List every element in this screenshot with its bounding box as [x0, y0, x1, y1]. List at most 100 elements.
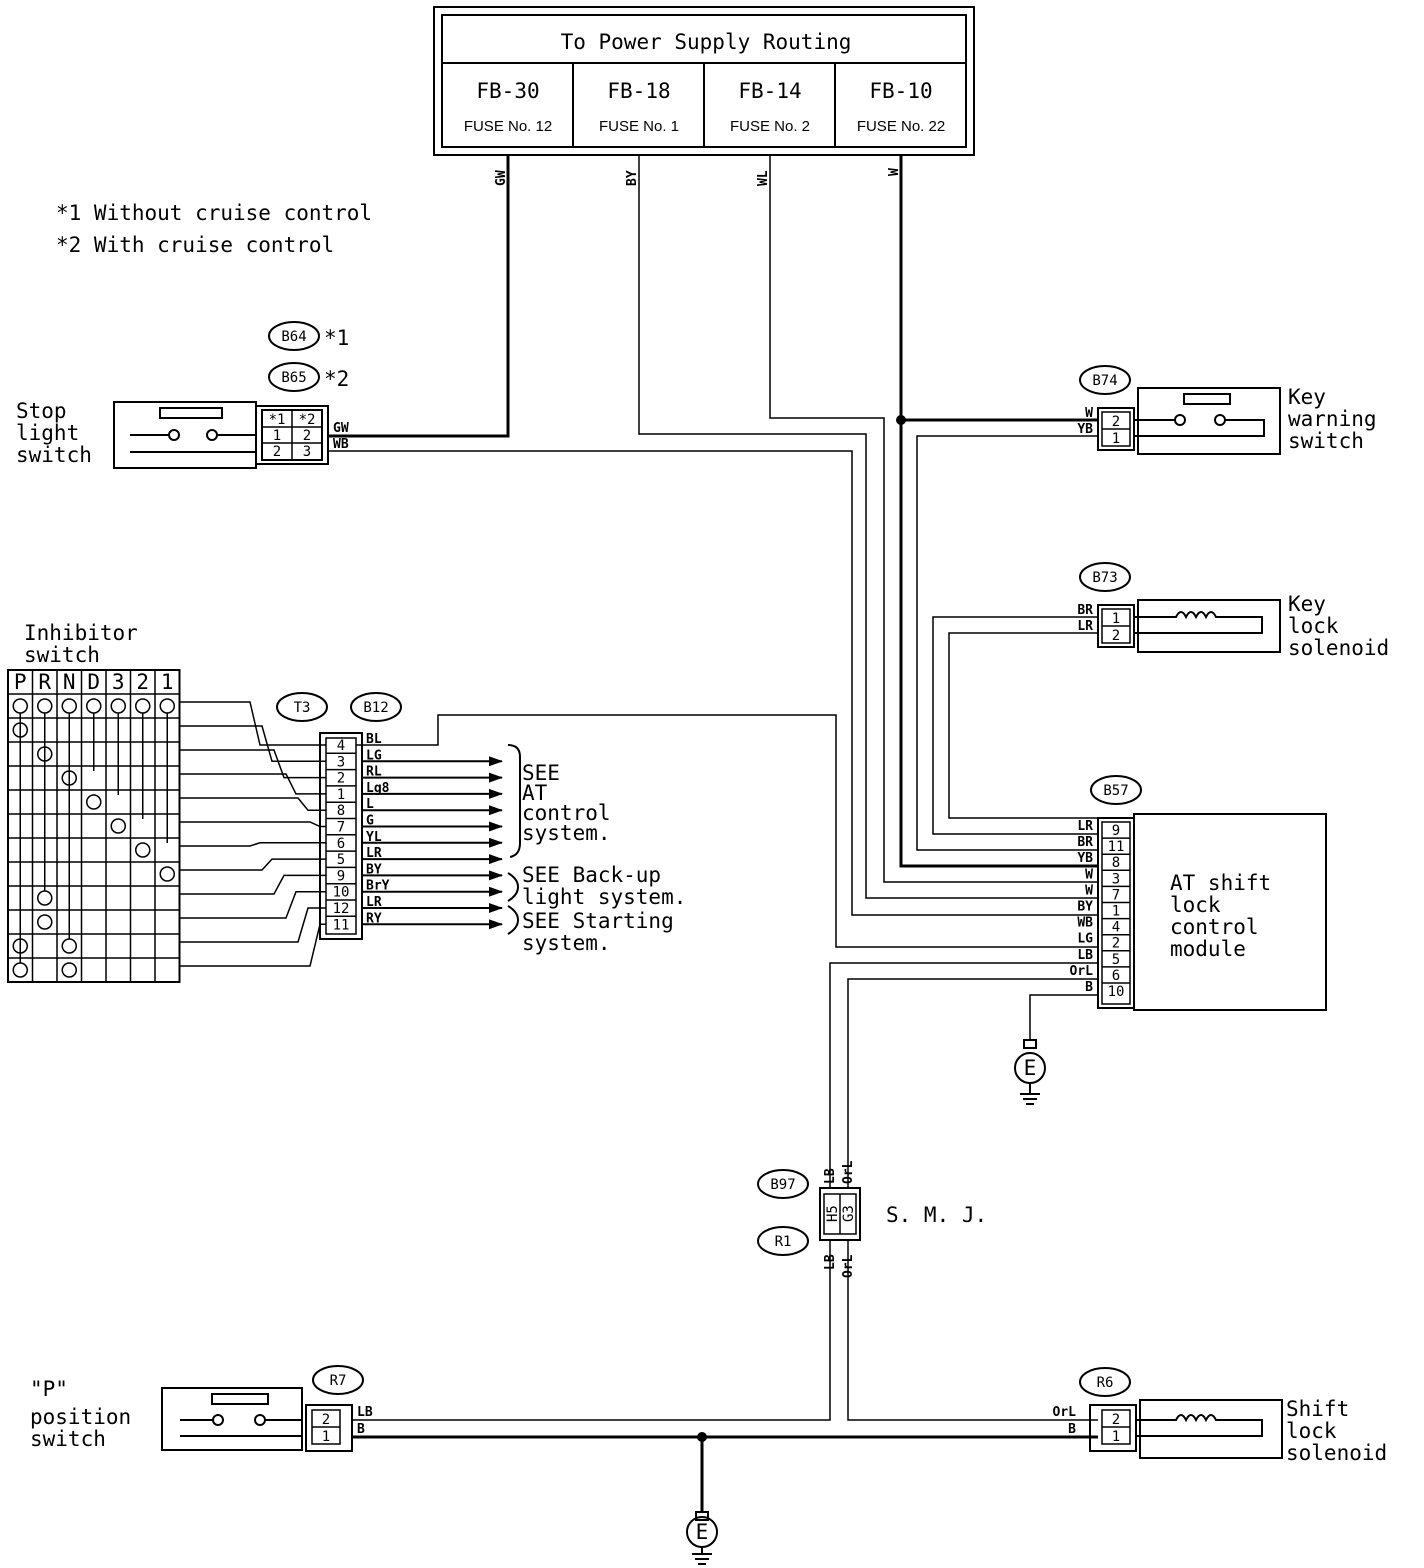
- pin-label: 1: [1112, 431, 1120, 447]
- wire-label: YL: [366, 830, 382, 845]
- inhibitor-position-label: R: [38, 670, 51, 694]
- pin-label: 11: [1108, 839, 1125, 855]
- stop-light-switch-label: switch: [16, 443, 92, 467]
- inhibitor-position-label: D: [87, 670, 100, 694]
- wire-label: OrL: [841, 1254, 856, 1278]
- power-box-title: To Power Supply Routing: [561, 30, 852, 54]
- wire-label: WB: [333, 437, 349, 452]
- stop-light-switch-label: Stop: [16, 399, 67, 423]
- ground-symbol: E: [1014, 1039, 1046, 1105]
- pin-label: 1: [1112, 904, 1120, 920]
- ref-brace: [507, 905, 520, 935]
- wire-label: BY: [366, 862, 382, 877]
- wire-label: W: [1085, 406, 1093, 421]
- wire-label: RL: [366, 765, 382, 780]
- ref-label: SEE Back-up: [522, 863, 661, 887]
- wire-label: LR: [366, 846, 382, 861]
- connector-id: R6: [1097, 1375, 1114, 1391]
- at-module-label: control: [1170, 915, 1259, 939]
- pin-label: 5: [337, 852, 345, 868]
- note-with-cruise: *2 With cruise control: [56, 233, 334, 257]
- fuse-label: FUSE No. 22: [857, 118, 945, 135]
- wire-label: RY: [366, 911, 382, 926]
- note-without-cruise: *1 Without cruise control: [56, 201, 372, 225]
- key-lock-solenoid-label: Key: [1288, 592, 1326, 616]
- pin-label: 12: [333, 901, 350, 917]
- p-position-switch: "P" position switch R7 2 1 LB B: [30, 1365, 373, 1452]
- fuse-label: FUSE No. 1: [599, 118, 679, 135]
- wire-label: OrL: [841, 1160, 856, 1184]
- wire-label: LB: [823, 1254, 838, 1270]
- ground-label: E: [1024, 1056, 1037, 1080]
- pin-label: 11: [333, 917, 350, 933]
- ref-label: system.: [522, 821, 611, 845]
- smj-label: S. M. J.: [886, 1203, 987, 1227]
- pin-label: 2: [1112, 414, 1120, 430]
- wire-label: LR: [1077, 619, 1093, 634]
- wire-label: L: [366, 797, 374, 812]
- wire-label: B: [1068, 1422, 1076, 1437]
- pin-label: 1: [337, 787, 345, 803]
- ref-label: control: [522, 801, 611, 825]
- at-module-label: AT shift: [1170, 871, 1271, 895]
- pin-label: 7: [1112, 887, 1120, 903]
- wire-label: BL: [366, 732, 382, 747]
- pin-label: 10: [1108, 984, 1125, 1000]
- wire-label: BrY: [366, 879, 390, 894]
- ref-label: system.: [522, 931, 611, 955]
- key-warning-switch: B74 2 1 W YB Key warning switch: [1077, 365, 1377, 455]
- key-lock-solenoid-label: solenoid: [1288, 636, 1389, 660]
- pin-label: H5: [825, 1205, 841, 1222]
- ref-label: SEE: [522, 761, 560, 785]
- ref-brace: [507, 872, 520, 902]
- pin-label: 5: [1112, 952, 1120, 968]
- shift-lock-solenoid-label: Shift: [1286, 1397, 1349, 1421]
- pin-label: 2: [1112, 628, 1120, 644]
- inhibitor-position-label: 3: [112, 670, 125, 694]
- connector-id: B65: [281, 370, 306, 386]
- wire-label: GW: [494, 170, 509, 186]
- inhibitor-leads: [179, 701, 326, 967]
- stop-light-switch: Stop light switch *1 *2 1 2 2 3 GW WB B6…: [16, 321, 349, 469]
- pin-label: 10: [333, 885, 350, 901]
- connector-id: B12: [363, 700, 388, 716]
- at-module-label: lock: [1170, 893, 1221, 917]
- connector-id: T3: [294, 700, 311, 716]
- pin-label: 4: [337, 738, 345, 754]
- pin-label: 8: [337, 803, 345, 819]
- at-module-label: module: [1170, 937, 1246, 961]
- wire-label: B: [1085, 980, 1093, 995]
- connector-note: *2: [324, 367, 349, 391]
- wire-label: LR: [366, 895, 382, 910]
- pin-label: 1: [322, 1429, 330, 1445]
- fb-label: FB-14: [738, 79, 801, 103]
- pin-label: 2: [337, 771, 345, 787]
- stop-light-switch-label: light: [16, 421, 79, 445]
- wire-label: OrL: [1053, 1405, 1077, 1420]
- pin-label: 3: [337, 754, 345, 770]
- wire-label: BR: [1077, 835, 1093, 850]
- main-wiring: [328, 155, 1098, 1512]
- wire-label: W: [1085, 883, 1093, 898]
- connector-id: B73: [1092, 570, 1117, 586]
- pin-label: 2: [322, 1412, 330, 1428]
- wire-label: LB: [823, 1168, 838, 1184]
- wire-label: Lg8: [366, 781, 390, 796]
- pin-label: G3: [841, 1205, 857, 1222]
- ref-label: light system.: [522, 885, 686, 909]
- connector-id: B74: [1092, 373, 1117, 389]
- wire-label: B: [357, 1422, 365, 1437]
- wire-label: W: [1085, 867, 1093, 882]
- wire-label: YB: [1077, 851, 1093, 866]
- ref-label: AT: [522, 781, 548, 805]
- connector-id: R1: [775, 1234, 792, 1250]
- ref-brace: [507, 744, 521, 858]
- shift-lock-solenoid: R6 2 1 OrL B Shift lock solenoid: [1053, 1367, 1387, 1465]
